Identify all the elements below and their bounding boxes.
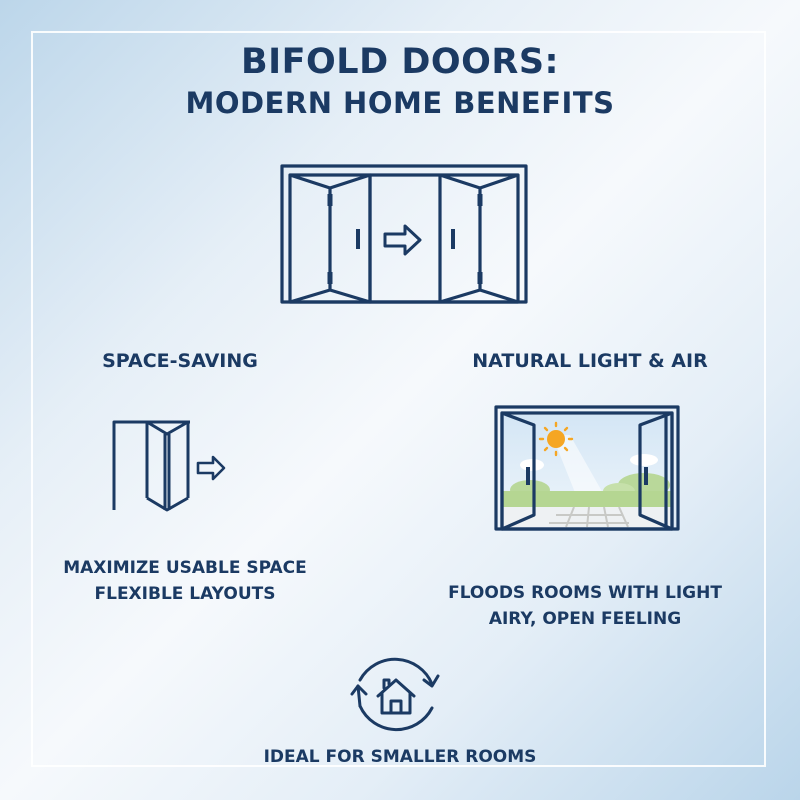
space-saving-description-line-2: FLEXIBLE LAYOUTS <box>94 584 276 604</box>
open-doors-sunny-view-icon <box>494 405 680 531</box>
natural-light-description-line-2: AIRY, OPEN FEELING <box>488 609 682 629</box>
house-cycle-icon <box>350 657 440 732</box>
bifold-door-open-icon <box>280 164 528 304</box>
section-heading-space-saving: SPACE-SAVING <box>102 350 258 372</box>
content-frame <box>31 31 766 767</box>
footer-label: IDEAL FOR SMALLER ROOMS <box>263 747 537 767</box>
page-title-line-2: MODERN HOME BENEFITS <box>185 86 615 120</box>
page-title-line-1: BIFOLD DOORS: <box>240 42 560 82</box>
folding-door-icon <box>112 420 226 512</box>
section-heading-natural-light: NATURAL LIGHT & AIR <box>472 350 708 372</box>
space-saving-description-line-1: MAXIMIZE USABLE SPACE <box>63 558 307 578</box>
natural-light-description-line-1: FLOODS ROOMS WITH LIGHT <box>448 583 722 603</box>
